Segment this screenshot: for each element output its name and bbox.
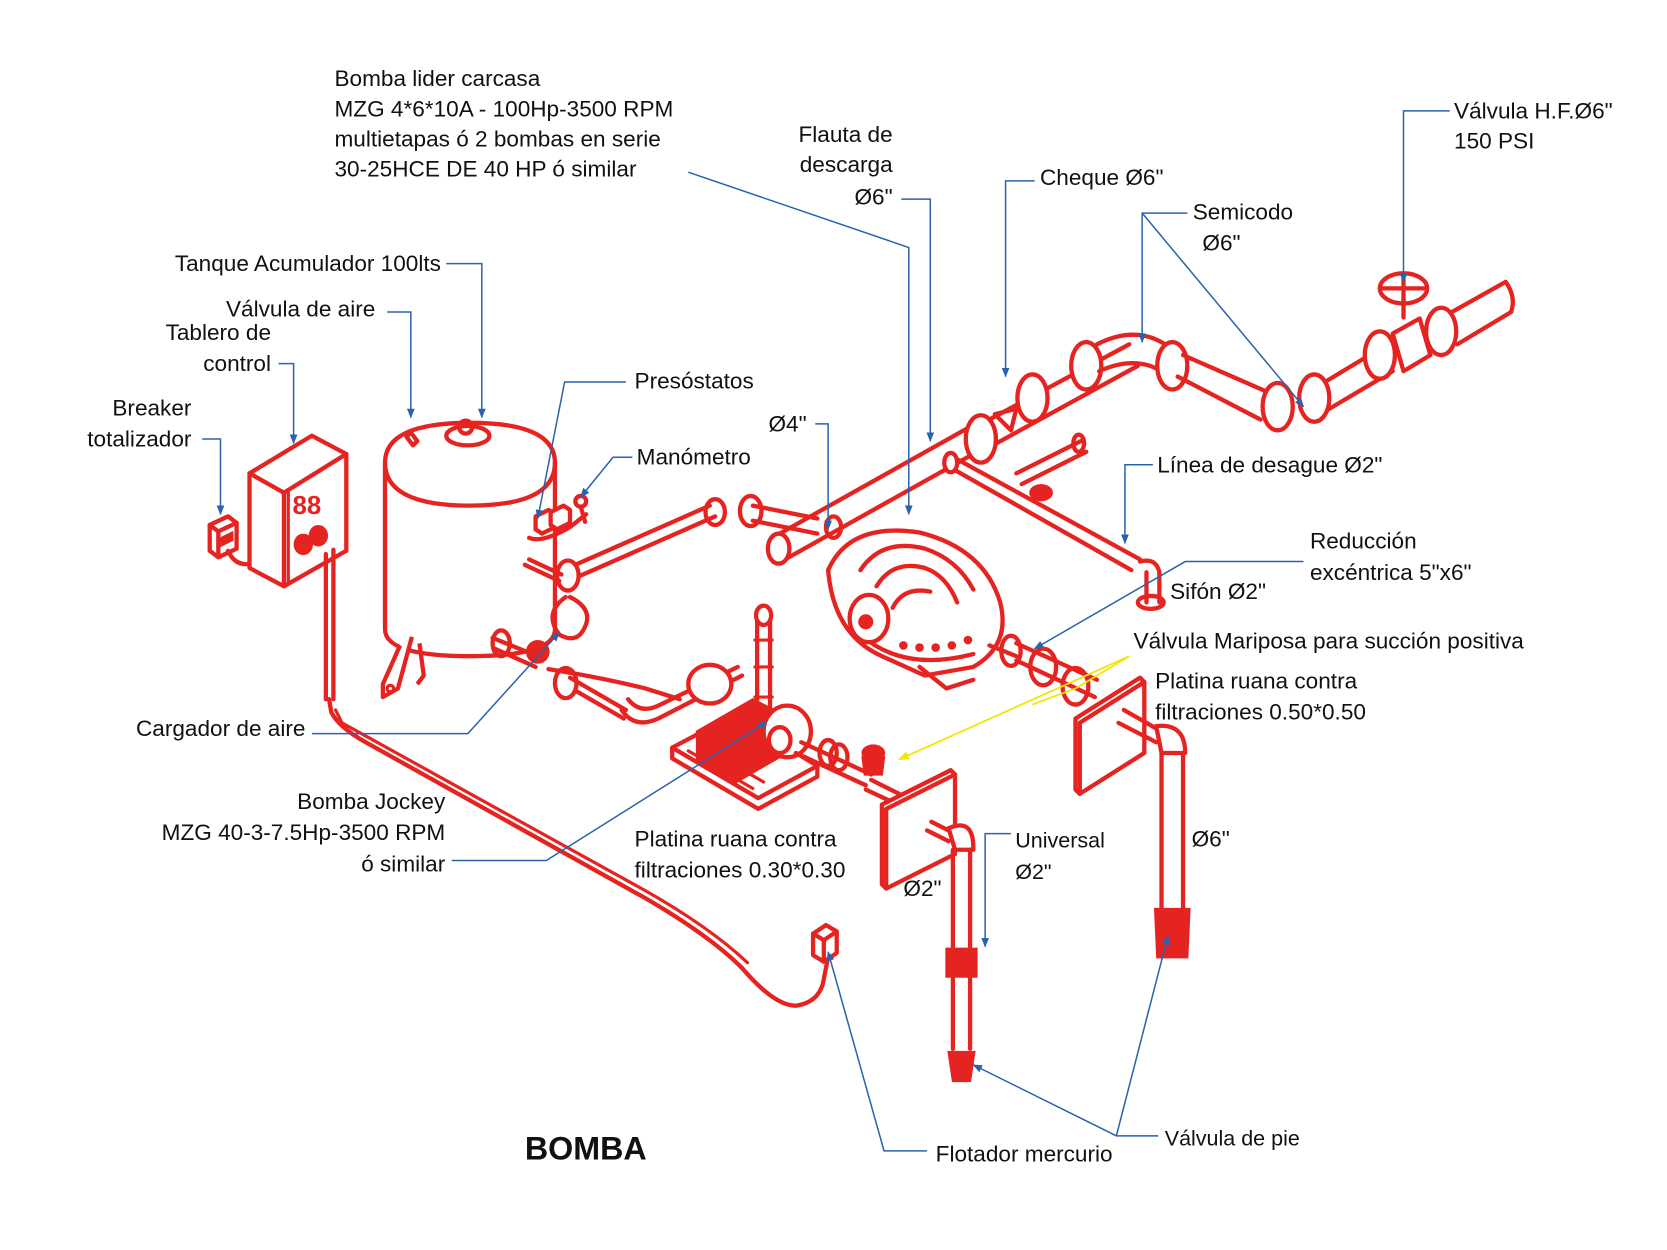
mercury-float-drawing xyxy=(810,922,839,964)
eccentric-reducer-line2: excéntrica 5"x6" xyxy=(1310,560,1472,585)
label-drain-line: Línea de desague Ø2" xyxy=(1157,452,1382,477)
plate-large-line1: Platina ruana contra xyxy=(1155,668,1358,693)
main-pump-line1: Bomba lider carcasa xyxy=(334,66,540,91)
label-pipe-6in: Ø6" xyxy=(1192,827,1230,852)
control-panel-line1: Tablero de xyxy=(166,320,271,345)
plate-large-line2: filtraciones 0.50*0.50 xyxy=(1155,700,1366,725)
gate-valve-line2: 150 PSI xyxy=(1454,129,1534,154)
control-panel-line2: control xyxy=(203,351,271,376)
label-union: Universal Ø2" xyxy=(1015,829,1105,884)
label-foot-valve: Válvula de pie xyxy=(1165,1127,1300,1151)
label-siphon: Sifón Ø2" xyxy=(1170,579,1266,604)
label-discharge-header: Flauta de descarga Ø6" xyxy=(799,122,894,209)
main-breaker-line1: Breaker xyxy=(112,395,192,420)
gate-valve-line1: Válvula H.F.Ø6" xyxy=(1454,98,1613,123)
control-panel-drawing: 88 xyxy=(247,433,349,702)
label-pressure-switches: Presóstatos xyxy=(635,368,754,393)
label-half-elbow: Semicodo Ø6" xyxy=(1193,200,1293,256)
main-breaker-line2: totalizador xyxy=(87,426,192,451)
label-check-valve: Cheque Ø6" xyxy=(1040,165,1164,190)
jockey-pump-line1: Bomba Jockey xyxy=(297,789,446,814)
label-mercury-float: Flotador mercurio xyxy=(936,1142,1113,1167)
label-main-breaker: Breaker totalizador xyxy=(87,395,192,451)
plate-small-line2: filtraciones 0.30*0.30 xyxy=(635,858,846,883)
half-elbow-line1: Semicodo xyxy=(1193,200,1293,225)
discharge-header-line3: Ø6" xyxy=(855,184,893,209)
diagram-title: BOMBA xyxy=(525,1131,647,1167)
label-control-panel: Tablero de control xyxy=(166,320,271,376)
jockey-pump-line2: MZG 40-3-7.5Hp-3500 RPM xyxy=(162,820,446,845)
discharge-run-drawing xyxy=(963,271,1515,465)
butterfly-valve-leaders xyxy=(898,655,1130,761)
half-elbow-line2: Ø6" xyxy=(1202,231,1240,256)
label-air-charger: Cargador de aire xyxy=(136,716,305,741)
union-line1: Universal xyxy=(1015,829,1105,853)
main-pump-line2: MZG 4*6*10A - 100Hp-3500 RPM xyxy=(334,96,673,121)
label-accumulator-tank: Tanque Acumulador 100lts xyxy=(175,251,441,276)
label-butterfly-valve: Válvula Mariposa para succión positiva xyxy=(1134,629,1525,654)
union-line2: Ø2" xyxy=(1015,860,1051,884)
leader-lines xyxy=(202,110,1450,1152)
label-air-valve: Válvula de aire xyxy=(226,296,375,321)
label-gate-valve: Válvula H.F.Ø6" 150 PSI xyxy=(1454,98,1613,153)
eccentric-reducer-line1: Reducción xyxy=(1310,529,1417,554)
label-pipe-4in: Ø4" xyxy=(768,411,806,436)
plate-small-line1: Platina ruana contra xyxy=(635,827,838,852)
large-plate-drawing xyxy=(1073,675,1191,959)
label-jockey-pump: Bomba Jockey MZG 40-3-7.5Hp-3500 RPM ó s… xyxy=(162,789,446,876)
label-eccentric-reducer: Reducción excéntrica 5"x6" xyxy=(1310,529,1472,585)
jockey-pump-drawing xyxy=(670,603,906,812)
discharge-header-line2: descarga xyxy=(800,152,893,177)
main-pump-drawing xyxy=(825,528,1100,707)
main-pump-line3: multietapas ó 2 bombas en serie xyxy=(334,126,660,151)
accumulator-tank-drawing xyxy=(380,418,558,700)
jockey-pump-line3: ó similar xyxy=(361,851,446,876)
discharge-header-line1: Flauta de xyxy=(799,122,893,147)
small-plate-drawing xyxy=(879,768,978,1083)
label-plate-small: Platina ruana contra filtraciones 0.30*0… xyxy=(635,827,846,883)
label-pressure-gauge: Manómetro xyxy=(637,445,751,470)
discharge-header-drawing xyxy=(765,422,1166,612)
svg-text:88: 88 xyxy=(293,492,322,520)
label-main-pump: Bomba lider carcasa MZG 4*6*10A - 100Hp-… xyxy=(334,66,673,181)
label-pipe-2in: Ø2" xyxy=(903,876,941,901)
label-plate-large: Platina ruana contra filtraciones 0.50*0… xyxy=(1155,668,1366,724)
main-pump-line4: 30-25HCE DE 40 HP ó similar xyxy=(334,157,636,182)
manifold-drawing xyxy=(490,493,820,725)
